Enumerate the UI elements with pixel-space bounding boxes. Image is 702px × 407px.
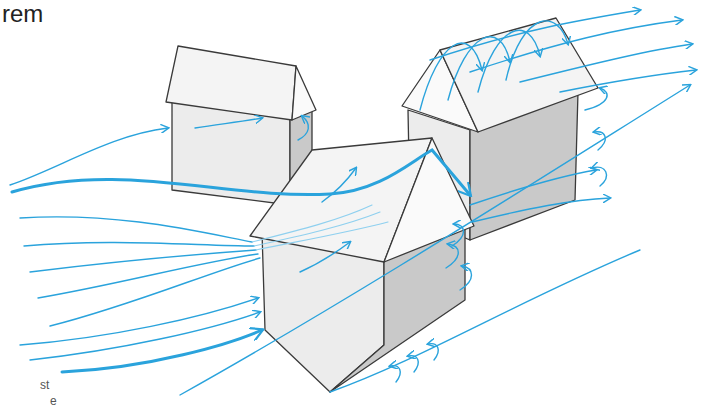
flow-arrow	[20, 298, 258, 345]
flow-arrow	[24, 242, 254, 246]
wind-flow-lines	[10, 10, 696, 395]
flow-arrow	[430, 10, 640, 60]
flow-arrow	[252, 205, 372, 242]
house-front	[250, 138, 474, 392]
flow-arrow	[330, 250, 640, 392]
flow-arrow	[20, 217, 252, 242]
flow-arrow	[478, 30, 540, 92]
flow-arrow	[585, 88, 607, 110]
flow-arrow	[390, 366, 400, 382]
flow-arrow	[195, 118, 262, 128]
flow-arrow	[30, 312, 260, 360]
house-face	[440, 18, 598, 132]
note-text: e	[50, 394, 57, 407]
house-face	[292, 66, 316, 120]
flow-arrow	[180, 85, 690, 395]
flow-arrow	[12, 150, 470, 195]
flow-arrow	[298, 116, 308, 140]
flow-arrow	[592, 167, 606, 186]
flow-arrow	[10, 128, 168, 185]
house-face	[384, 138, 474, 262]
flow-arrow	[30, 250, 256, 272]
note-text: st	[40, 378, 49, 392]
title: rem	[2, 0, 43, 28]
flow-arrow	[460, 266, 472, 290]
flow-arrow	[446, 244, 458, 268]
flow-arrow	[452, 224, 464, 246]
flow-arrow	[520, 44, 692, 82]
flow-arrow	[470, 170, 596, 205]
flow-arrow	[560, 70, 696, 92]
flow-arrow	[38, 254, 258, 298]
flow-arrow	[300, 242, 350, 272]
flow-arrow	[50, 258, 260, 326]
house-face	[166, 46, 296, 120]
flow-arrow	[470, 20, 682, 72]
flow-arrow	[322, 168, 356, 202]
flow-arrow	[256, 222, 388, 250]
flow-arrow	[472, 198, 610, 222]
